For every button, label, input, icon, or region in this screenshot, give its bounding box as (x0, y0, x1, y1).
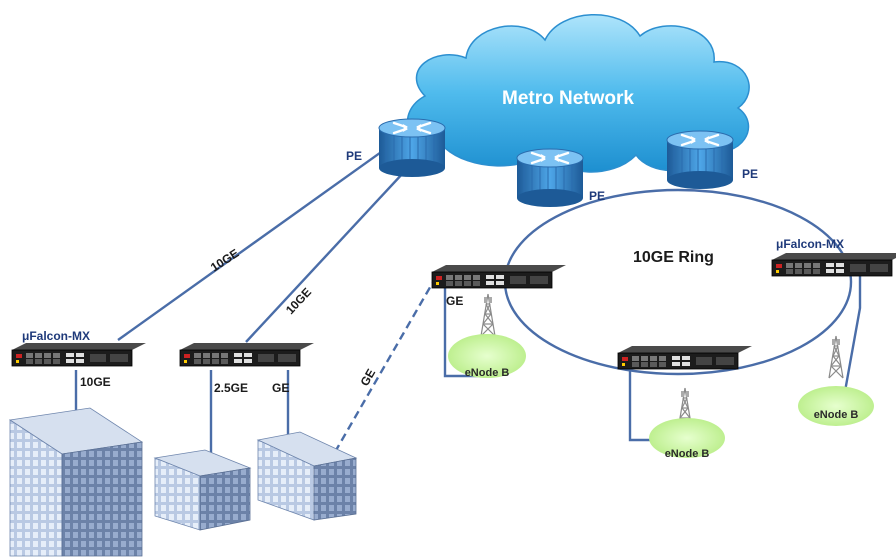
enb-link-a (443, 280, 478, 378)
enode-b-3: eNode B (798, 386, 874, 426)
small-building-label: GE (272, 381, 289, 395)
switch-ring-left (431, 264, 567, 289)
mid-building-label: 2.5GE (214, 381, 248, 395)
building-mid (153, 449, 252, 531)
switch-ring-bottom (617, 345, 753, 370)
building-small (256, 431, 358, 521)
left-building-label: 10GE (80, 375, 111, 389)
pe-router-left (377, 117, 447, 179)
enode-b-label-2: eNode B (665, 448, 710, 460)
uplink-left-label: 10GE (208, 246, 241, 274)
enode-b-label-1: eNode B (465, 367, 510, 379)
metro-cloud: Metro Network (406, 14, 750, 173)
switch-left (11, 342, 147, 367)
dashed-ge-label: GE (357, 366, 378, 388)
switch-mid (179, 342, 315, 367)
enode-b-label-3: eNode B (814, 409, 859, 421)
enb-link-label: GE (446, 294, 463, 308)
device-label-right: μFalcon-MX (776, 237, 844, 251)
switch-ring-right (771, 252, 896, 277)
enode-b-2: eNode B (649, 418, 725, 460)
pe-router-right (665, 129, 735, 191)
ring-label: 10GE Ring (633, 249, 714, 266)
enode-b-1: eNode B (448, 334, 526, 379)
links-layer (74, 149, 862, 460)
cloud-label: Metro Network (502, 88, 634, 109)
cell-tower-3 (828, 335, 844, 379)
pe-router-mid (515, 147, 585, 209)
uplink-mid-label: 10GE (283, 285, 314, 317)
pe-label-right: PE (742, 167, 758, 181)
uplink-left-line (117, 149, 385, 341)
enb-link-c (840, 270, 862, 409)
dashed-ge-line (333, 269, 442, 453)
pe-label-left: PE (346, 149, 362, 163)
uplink-mid-line (245, 171, 405, 343)
device-label-left: μFalcon-MX (22, 329, 90, 343)
cell-tower-1 (480, 293, 496, 337)
building-large (8, 407, 144, 557)
pe-label-mid: PE (589, 189, 605, 203)
